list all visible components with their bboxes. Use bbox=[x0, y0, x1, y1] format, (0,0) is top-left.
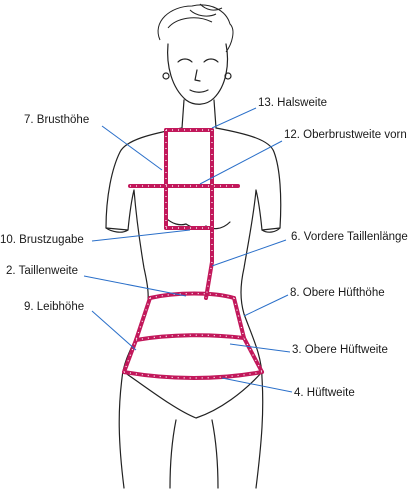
label-brustzugabe: 10. Brustzugabe bbox=[0, 234, 84, 246]
tape-obere-hueftheohe-ticks bbox=[233, 297, 263, 373]
eyes bbox=[177, 58, 219, 63]
label-oberbrustweite: 12. Oberbrustweite vorn bbox=[284, 129, 407, 141]
tape-obere-hueftweite-ticks bbox=[135, 334, 245, 341]
tape-taillenweite bbox=[148, 291, 236, 300]
face bbox=[167, 43, 229, 105]
leader-oberbrustweite bbox=[199, 140, 283, 185]
torso-left bbox=[105, 127, 183, 489]
leader-vordere-taillenlaenge bbox=[211, 239, 287, 267]
torso-right bbox=[215, 127, 282, 489]
label-halsweite: 13. Halsweite bbox=[258, 97, 328, 109]
label-brusthoehe: 7. Brusthöhe bbox=[24, 114, 90, 126]
leader-obere-hueftheohe bbox=[243, 294, 289, 317]
leader-brustzugabe bbox=[91, 229, 191, 242]
earring-left bbox=[162, 72, 170, 80]
hair bbox=[157, 3, 234, 53]
sleeve-lines bbox=[105, 227, 281, 233]
leader-taillenweite bbox=[83, 275, 187, 297]
leader-halsweite bbox=[211, 107, 257, 129]
body-outline bbox=[105, 99, 282, 489]
tape-hueftweite bbox=[122, 370, 264, 380]
label-vordere-taillenlaenge: 6. Vordere Taillenlänge bbox=[291, 231, 408, 243]
leader-leibhoehe bbox=[91, 310, 137, 351]
earring-right bbox=[224, 72, 232, 80]
leader-brusthoehe bbox=[101, 125, 163, 171]
label-obere-hueftheohe: 8. Obere Hüfthöhe bbox=[290, 287, 385, 299]
head bbox=[157, 3, 234, 105]
neck bbox=[181, 99, 217, 129]
label-taillenweite: 2. Taillenweite bbox=[6, 265, 79, 277]
pelvis-line bbox=[123, 371, 263, 419]
leg-lines bbox=[169, 419, 219, 489]
leader-obere-hueftweite bbox=[229, 343, 291, 353]
label-leibhoehe: 9. Leibhöhe bbox=[24, 301, 85, 313]
tape-vordere-taillenlaenge-ticks bbox=[205, 130, 213, 299]
label-hueftweite: 4. Hüftweite bbox=[294, 387, 355, 399]
nose-mouth bbox=[189, 69, 209, 93]
label-obere-hueftweite: 3. Obere Hüftweite bbox=[292, 344, 388, 356]
leader-hueftweite bbox=[221, 377, 293, 393]
measuring-tapes bbox=[122, 128, 264, 380]
tape-obere-hueftweite bbox=[134, 333, 246, 342]
tape-vordere-taillenlaenge bbox=[204, 128, 214, 300]
leader-lines bbox=[83, 107, 293, 393]
